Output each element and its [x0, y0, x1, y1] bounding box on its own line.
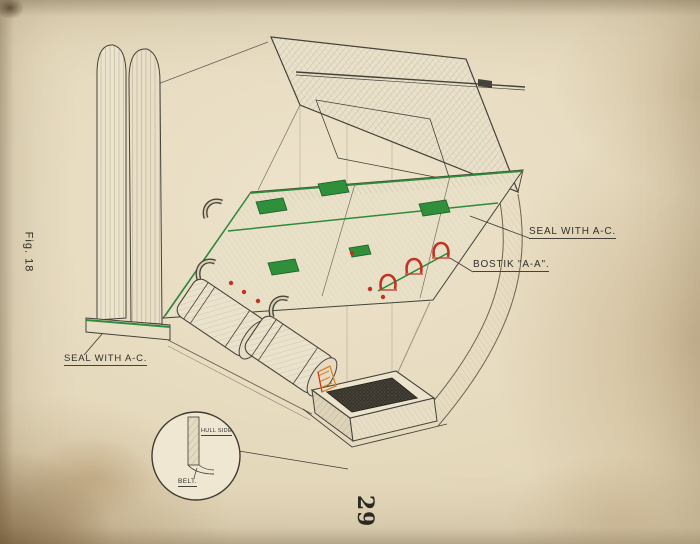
pipe-elbows: [195, 198, 289, 318]
seal-patch: [255, 197, 288, 215]
leader-seal-right: [469, 215, 530, 239]
seal-lines: [85, 170, 524, 328]
annotation-belt: BELT.: [178, 478, 197, 487]
page-number: 29: [352, 494, 379, 528]
pillar-base: [85, 317, 171, 341]
leader-seal-left: [83, 333, 103, 356]
clamp: [379, 273, 397, 290]
annotation-seal-left: SEAL WITH A-C.: [64, 353, 148, 366]
hood-panel: [257, 36, 526, 194]
cylinder-2: [244, 315, 338, 397]
hatch-box: [302, 370, 448, 448]
clamp: [405, 257, 423, 274]
duct-detail: [317, 365, 337, 393]
rivet-dots: [228, 250, 386, 304]
annotation-seal-right: SEAL WITH A-C.: [529, 226, 616, 239]
clamps: [379, 241, 450, 291]
clamp: [432, 241, 450, 258]
rod-fitting: [478, 79, 492, 88]
annotation-bostik: BOSTIK "A-A".: [473, 259, 550, 272]
leader-lines: [83, 215, 530, 356]
figure-number: Fig. 18: [22, 231, 35, 273]
seal-patch: [267, 258, 300, 276]
deck-seam: [321, 183, 356, 297]
leader-bostik: [449, 257, 474, 273]
seal-patch: [418, 199, 451, 217]
deck-seam: [419, 175, 451, 299]
seal-patch: [317, 179, 350, 197]
detail-inset: [151, 411, 349, 501]
hull-curves: [397, 193, 523, 427]
pillar: [85, 41, 313, 421]
annotation-hull-side: HULL SIDE: [201, 428, 232, 436]
